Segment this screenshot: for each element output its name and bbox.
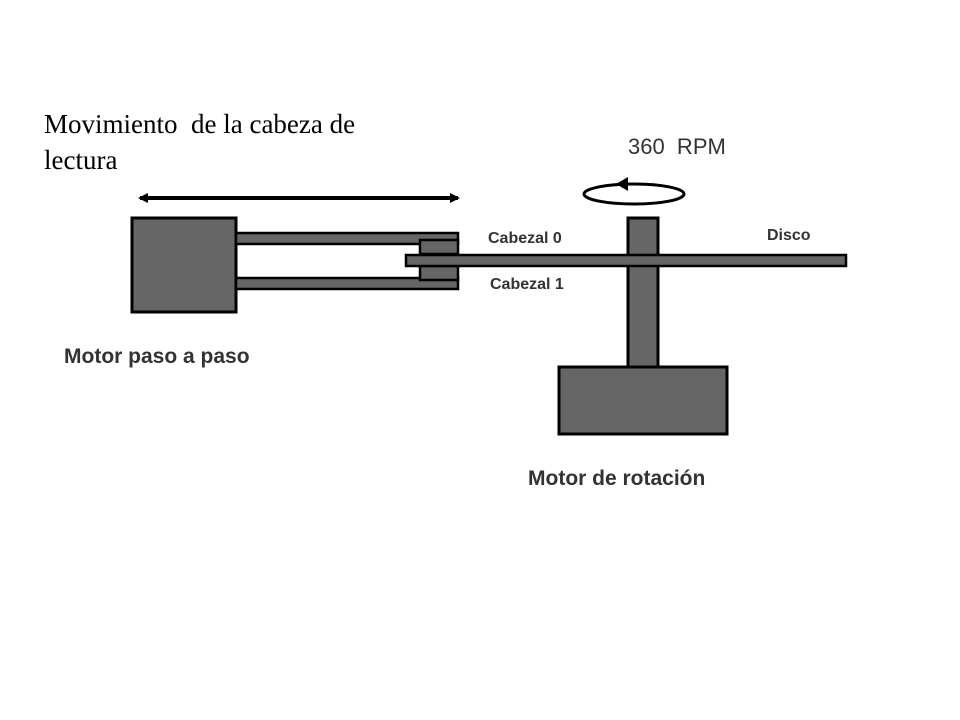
head-arm-0 — [234, 231, 460, 246]
rotation-motor-label: Motor de rotación — [528, 467, 705, 490]
head-tip-1 — [418, 264, 460, 282]
disk-label: Disco — [767, 227, 811, 244]
stepper-motor-label: Motor paso a paso — [64, 345, 250, 368]
rotation-motor-block — [557, 365, 729, 436]
head-tip-0 — [418, 238, 460, 256]
rpm-label: 360 RPM — [628, 134, 726, 159]
rotation-arrow-icon — [616, 177, 628, 191]
head0-label: Cabezal 0 — [488, 230, 562, 247]
stepper-motor-block — [130, 216, 238, 314]
head1-label: Cabezal 1 — [490, 276, 564, 293]
head-movement-label-line1: Movimiento de la cabeza de — [44, 109, 355, 139]
head-movement-label-line2: lectura — [44, 145, 117, 175]
disk-platter — [404, 253, 848, 268]
spindle-shaft — [626, 216, 660, 370]
rotation-ellipse — [582, 182, 686, 206]
head-arm-1 — [234, 276, 460, 291]
